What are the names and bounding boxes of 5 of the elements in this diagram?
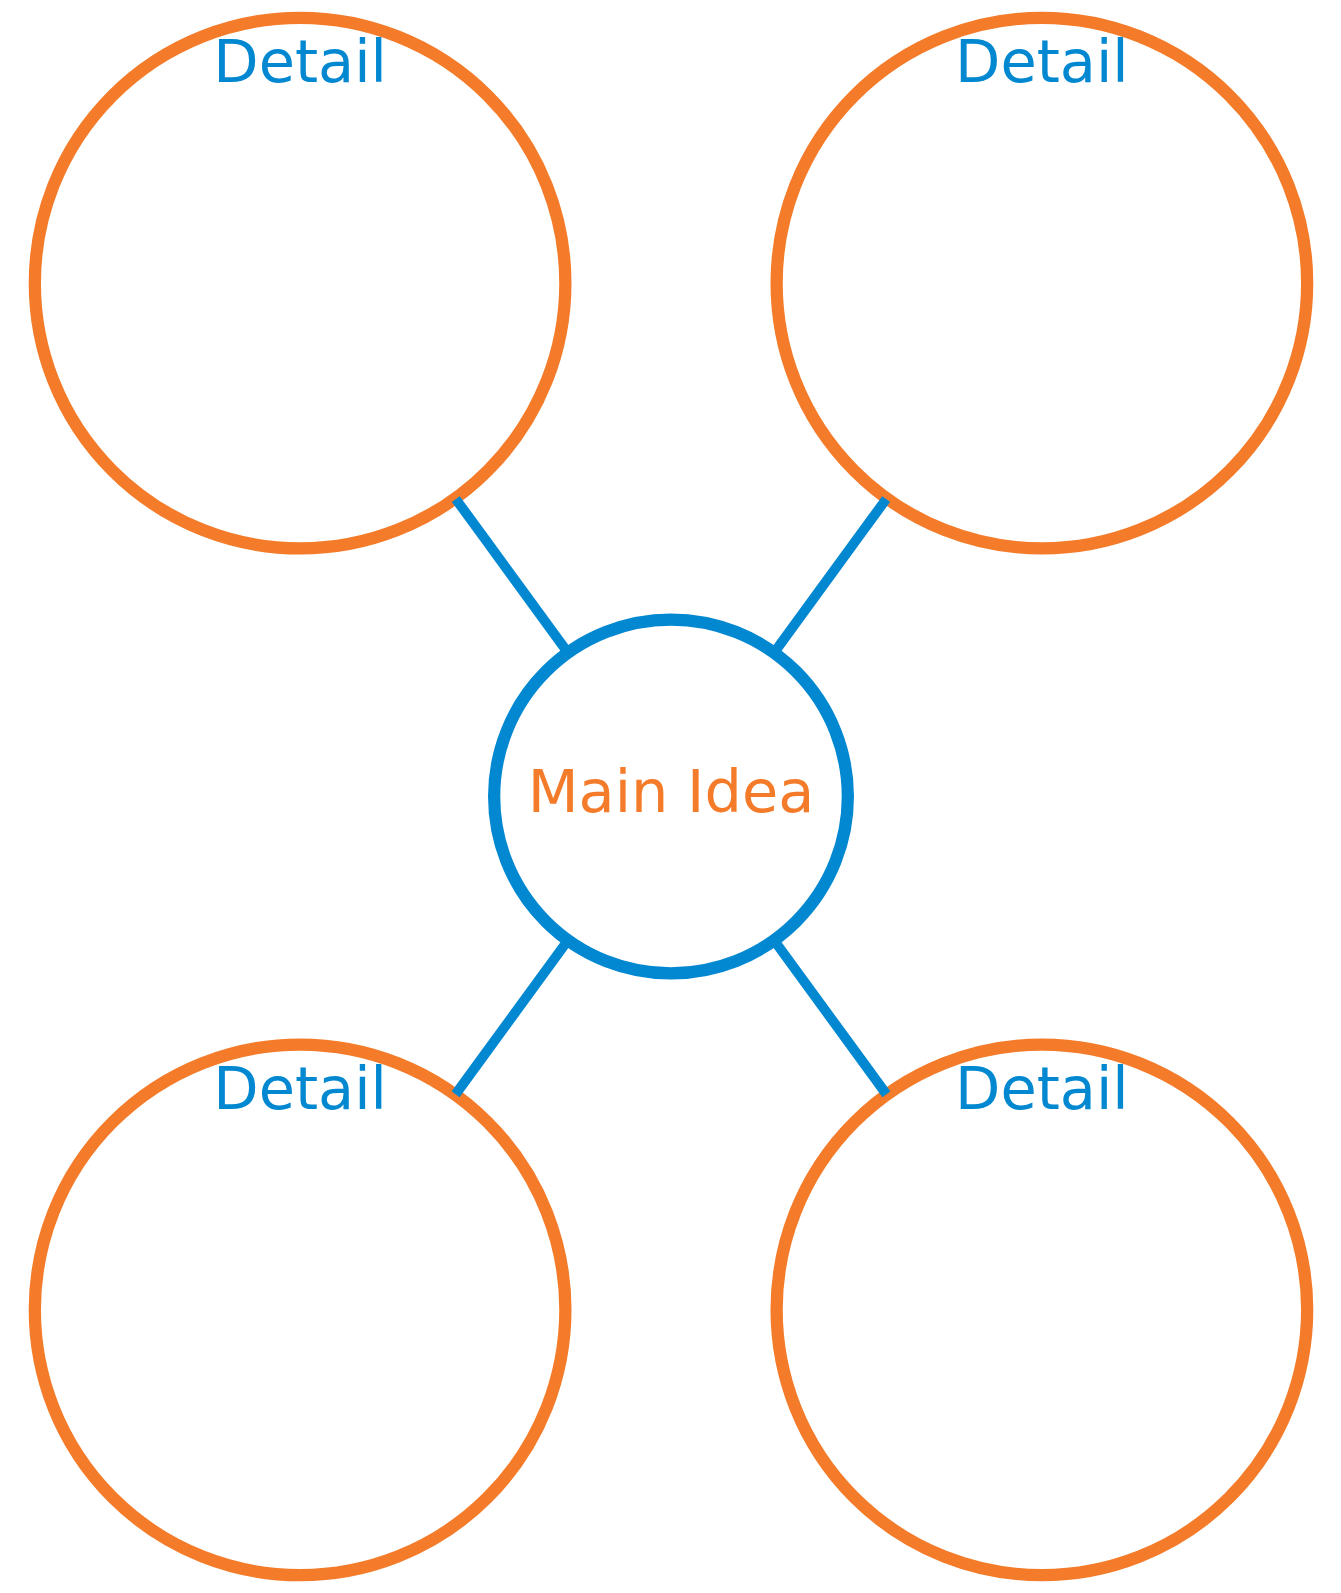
- node-circle: Detail: [770, 1038, 1313, 1582]
- node-circle: Detail: [28, 1038, 571, 1582]
- node-circle: Detail: [28, 11, 571, 555]
- node-circle: Main Idea: [487, 613, 854, 980]
- node-circle: Detail: [770, 11, 1313, 555]
